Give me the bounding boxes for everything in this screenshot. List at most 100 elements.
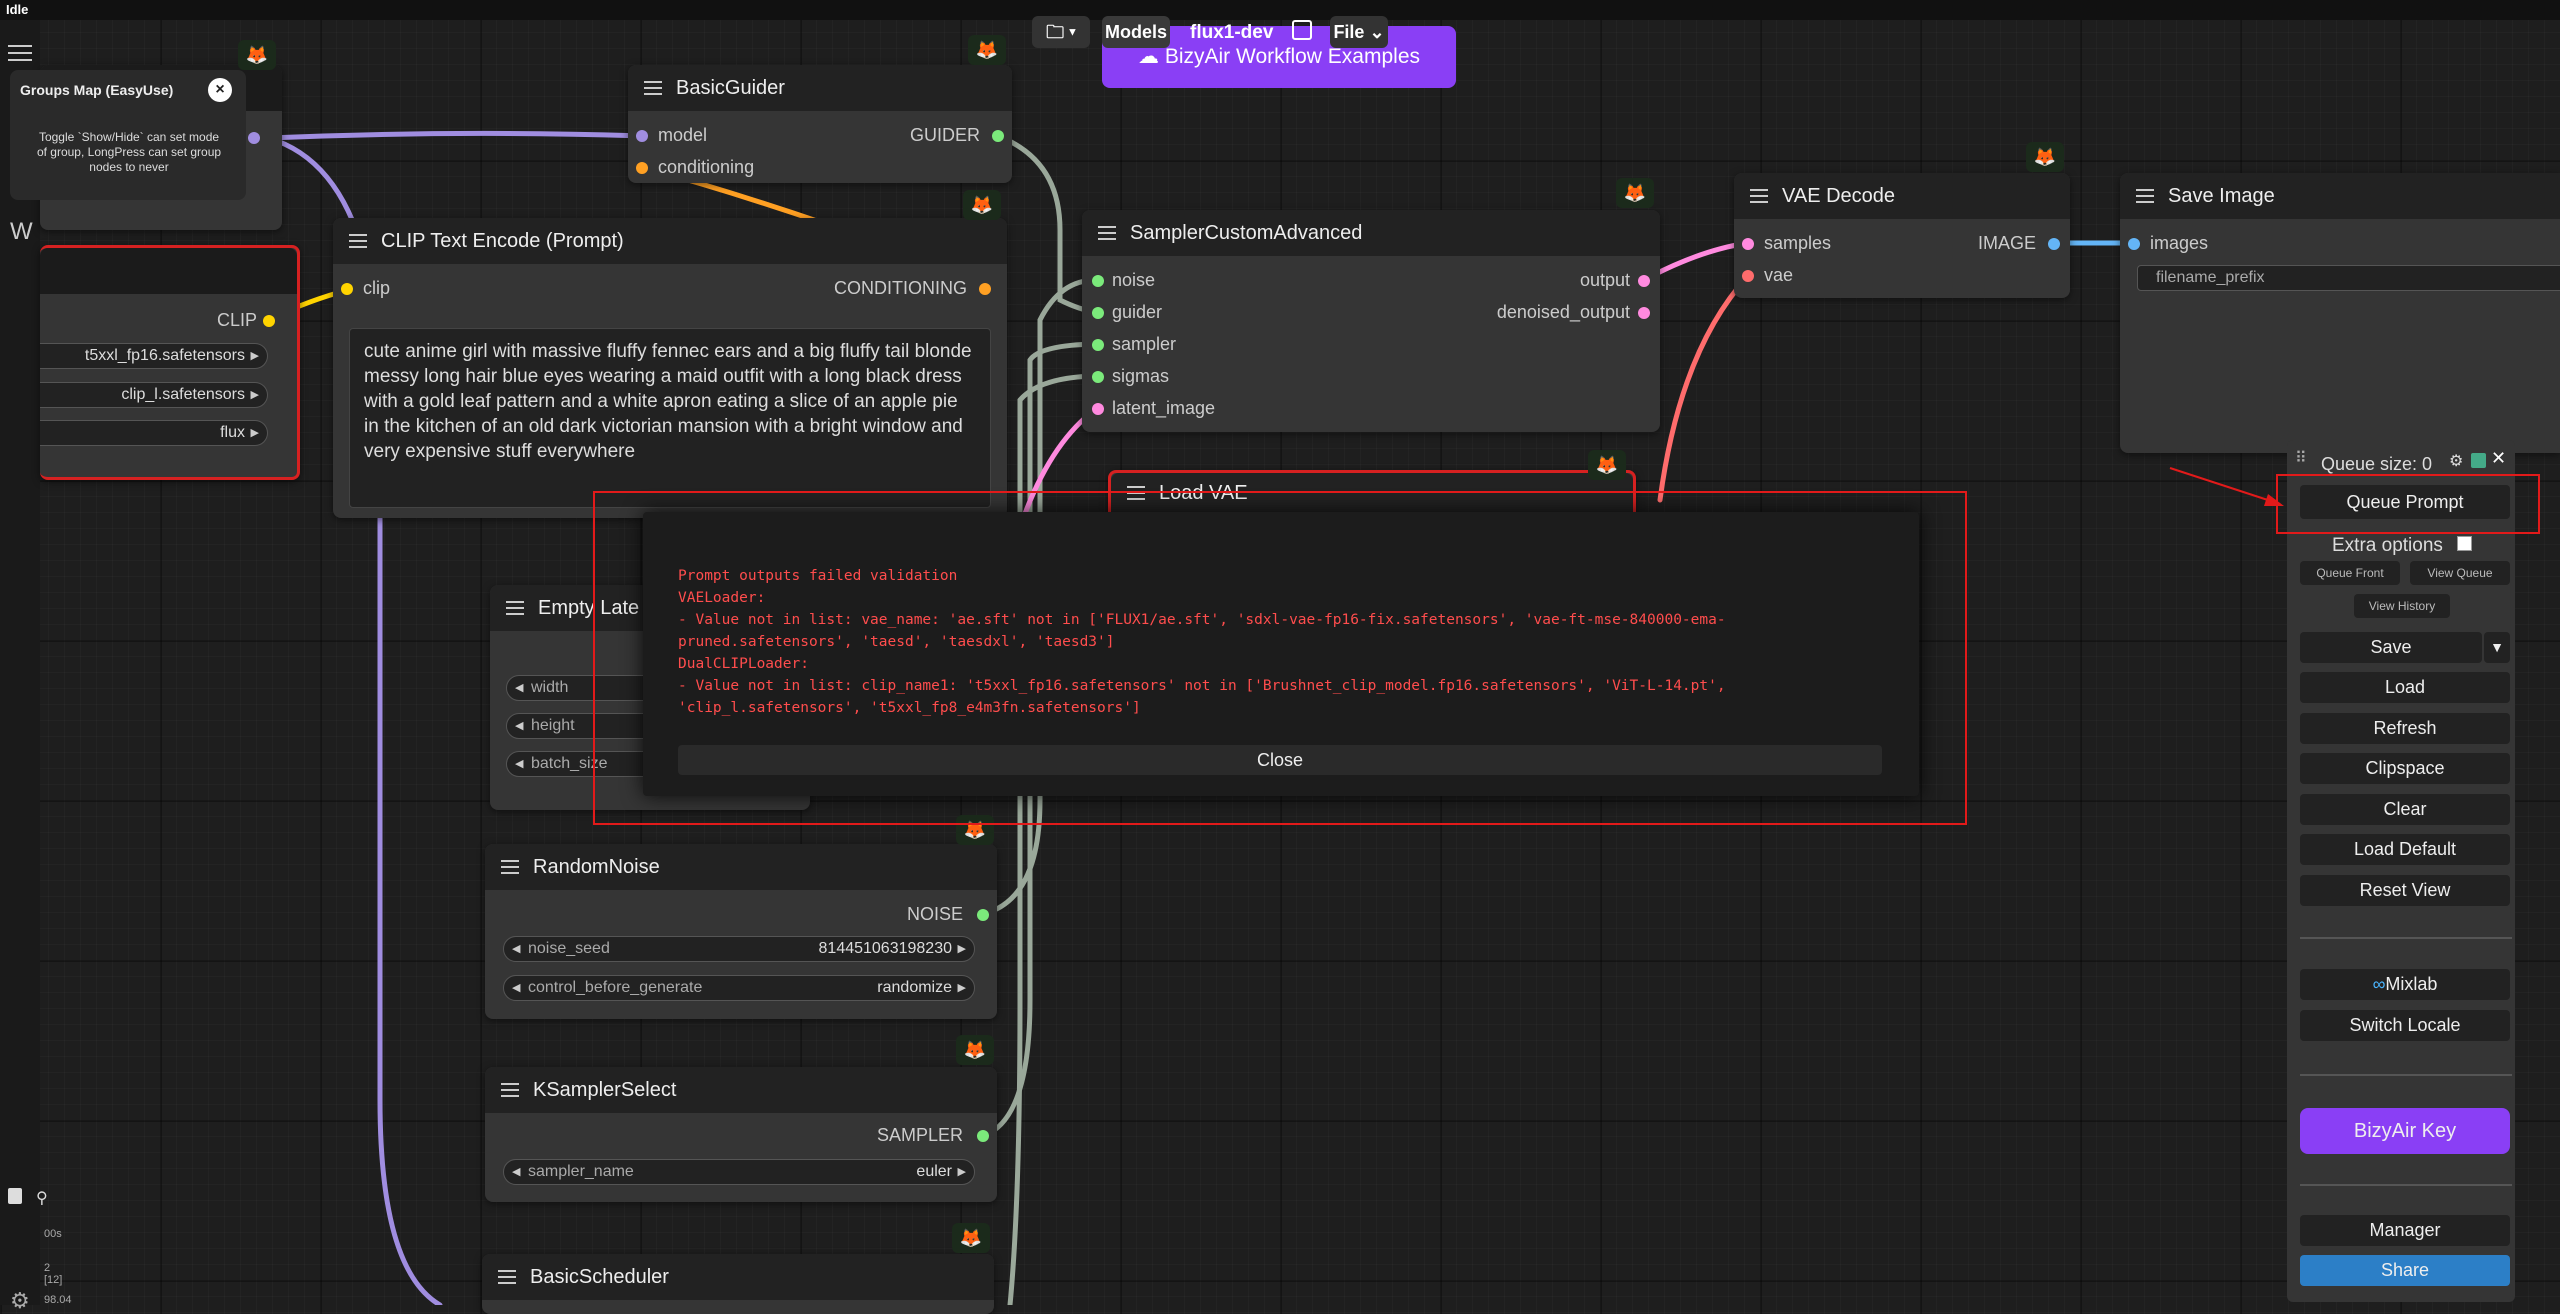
node-samplercustomadvanced[interactable]: SamplerCustomAdvanced noise guider sampl… [1082,210,1660,432]
save-dropdown-icon[interactable]: ▼ [2484,632,2510,663]
queue-size: Queue size: 0 [2321,454,2433,474]
gear-icon[interactable]: ⚙ [10,1288,30,1313]
input-images-dot[interactable] [2128,238,2140,250]
load-default-button[interactable]: Load Default [2300,834,2510,865]
input-vae-dot[interactable] [1742,270,1754,282]
hamburger-icon[interactable] [501,1079,519,1101]
document-icon[interactable] [8,1188,22,1204]
wire-noise-grey [980,277,1099,917]
input-samples-dot[interactable] [1742,238,1754,250]
fox-badge-icon: 🦊 [963,190,1001,220]
view-queue-button[interactable]: View Queue [2410,561,2510,585]
input-sigmas-dot[interactable] [1092,371,1104,383]
node-vaedecode[interactable]: VAE Decode samples vae IMAGE [1734,173,2070,298]
manager-button[interactable]: Manager [2300,1215,2510,1246]
clipspace-button[interactable]: Clipspace [2300,753,2510,784]
output-denoised-dot[interactable] [1638,307,1650,319]
output-model-dot[interactable] [248,132,260,144]
models-button[interactable]: Models [1102,16,1170,48]
hamburger-icon[interactable] [1098,222,1116,244]
close-button[interactable]: Close [678,745,1882,775]
bizyair-key-button[interactable]: BizyAir Key [2300,1108,2510,1154]
output-sampler-dot[interactable] [977,1130,989,1142]
close-icon[interactable]: × [208,78,232,102]
refresh-button[interactable]: Refresh [2300,713,2510,744]
extra-options-label: Extra options [2332,535,2443,556]
clear-button[interactable]: Clear [2300,794,2510,825]
clip-type-widget[interactable]: flux▶ [40,420,268,446]
folder-dropdown-button[interactable]: 🗀 ▾ [1032,16,1090,48]
hamburger-icon[interactable] [498,1266,516,1288]
input-noise-dot[interactable] [1092,275,1104,287]
queue-front-button[interactable]: Queue Front [2300,561,2400,585]
load-button[interactable]: Load [2300,672,2510,703]
settings-gear-icon[interactable]: ⚙ [2449,453,2464,470]
output-guider-dot[interactable] [992,130,1004,142]
drag-handle-icon[interactable]: ⠿ [2295,450,2307,467]
output-conditioning-dot[interactable] [979,283,991,295]
node-header[interactable] [40,248,297,294]
stat-fps: 98.04 [44,1294,72,1306]
node-header[interactable]: SamplerCustomAdvanced [1082,210,1660,256]
prompt-textarea[interactable]: cute anime girl with massive fluffy fenn… [349,328,991,508]
workflow-w-icon[interactable]: W [10,218,33,245]
hamburger-icon[interactable] [1127,482,1145,504]
node-cliptextencode[interactable]: CLIP Text Encode (Prompt) clip CONDITION… [333,218,1007,518]
node-header[interactable]: VAE Decode [1734,173,2070,219]
output-image-dot[interactable] [2048,238,2060,250]
output-clip-dot[interactable] [263,315,275,327]
output-output-dot[interactable] [1638,275,1650,287]
input-model-dot[interactable] [636,130,648,142]
node-dualcliploader[interactable]: CLIP t5xxl_fp16.safetensors▶ clip_l.safe… [40,245,300,480]
reset-view-button[interactable]: Reset View [2300,875,2510,906]
share-button[interactable]: Share [2300,1255,2510,1286]
file-menu-button[interactable]: File ⌄ [1330,16,1388,48]
clip-name2-widget[interactable]: clip_l.safetensors▶ [40,382,268,408]
input-conditioning-dot[interactable] [636,162,648,174]
output-conditioning-label: CONDITIONING [834,278,967,298]
input-sampler-dot[interactable] [1092,339,1104,351]
hamburger-icon[interactable] [1750,185,1768,207]
hamburger-icon[interactable] [349,230,367,252]
node-header[interactable]: RandomNoise [485,844,997,890]
hamburger-icon[interactable] [644,77,662,99]
hamburger-icon[interactable] [501,856,519,878]
close-panel-icon[interactable]: ✕ [2491,448,2507,468]
input-latent-dot[interactable] [1092,403,1104,415]
error-dialog: Prompt outputs failed validation VAELoad… [643,512,1919,796]
workflow-name[interactable]: flux1-dev [1190,22,1274,43]
hamburger-icon[interactable] [506,597,524,619]
hamburger-icon[interactable] [2136,185,2154,207]
divider [2300,1184,2512,1186]
input-guider-dot[interactable] [1092,307,1104,319]
clip-name1-widget[interactable]: t5xxl_fp16.safetensors▶ [40,343,268,369]
image-gallery-icon[interactable] [2471,453,2486,468]
node-header[interactable]: KSamplerSelect [485,1067,997,1113]
queue-prompt-button[interactable]: Queue Prompt [2300,485,2510,519]
node-header[interactable]: BasicGuider [628,65,1012,111]
image-icon[interactable] [1292,20,1312,40]
extra-options-checkbox[interactable] [2457,536,2472,551]
fox-badge-icon: 🦊 [238,40,276,70]
input-clip-label: clip [363,278,391,298]
node-header[interactable]: BasicScheduler [482,1254,994,1300]
switch-locale-button[interactable]: Switch Locale [2300,1010,2510,1041]
node-basicscheduler[interactable]: BasicScheduler [482,1254,994,1314]
output-noise-dot[interactable] [977,909,989,921]
menu-icon[interactable] [8,40,32,66]
node-header[interactable]: CLIP Text Encode (Prompt) [333,218,1007,264]
save-button[interactable]: Save [2300,632,2482,663]
input-clip-dot[interactable] [341,283,353,295]
view-history-button[interactable]: View History [2354,594,2450,618]
node-header[interactable]: Save Image [2120,173,2560,219]
filename-prefix-widget[interactable]: filename_prefix [2137,265,2560,291]
node-basicguider[interactable]: BasicGuider model conditioning GUIDER [628,65,1012,183]
mixlab-button[interactable]: ∞Mixlab [2300,969,2510,1000]
node-saveimage[interactable]: Save Image images filename_prefix [2120,173,2560,453]
pin-icon[interactable]: ⚲ [36,1190,48,1207]
